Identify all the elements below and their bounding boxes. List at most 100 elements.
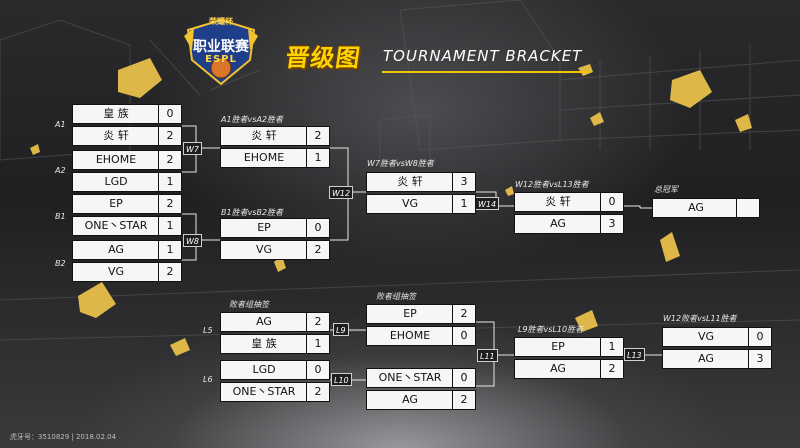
match-label-w7: W7 — [183, 142, 202, 155]
match-label-w12: W12 — [329, 186, 354, 199]
team-row: LGD 1 — [72, 172, 182, 192]
team-name: ONE丶STAR — [84, 219, 148, 232]
team-score: 2 — [306, 313, 329, 331]
team-name: 炎 轩 — [251, 129, 277, 142]
team-name: EP — [403, 307, 417, 320]
team-name: 炎 轩 — [545, 195, 571, 208]
match-label-l13: L13 — [624, 348, 645, 361]
team-name: EHOME — [95, 153, 137, 166]
team-score: 2 — [306, 241, 329, 259]
team-name: ONE丶STAR — [378, 371, 442, 384]
match-b2[interactable]: AG 1 VG 2 — [72, 240, 182, 284]
team-row: EP 0 — [220, 218, 330, 238]
footer-watermark: 虎牙号：3510829 | 2018.02.04 — [10, 433, 117, 441]
team-score: 0 — [600, 193, 623, 211]
team-score: 2 — [452, 305, 475, 323]
team-name: VG — [697, 330, 715, 343]
shield-logo-icon — [184, 18, 258, 86]
team-row: EP 2 — [366, 304, 476, 324]
match-w14[interactable]: 炎 轩 0 AG 3 — [514, 192, 624, 236]
champion-name: AG — [688, 201, 704, 214]
caption-w8: B1胜者vsB2胜者 — [221, 208, 284, 217]
team-score: 1 — [158, 241, 181, 259]
seed-l5: L5 — [203, 326, 213, 335]
team-row: VG 2 — [220, 240, 330, 260]
team-score: 1 — [600, 338, 623, 356]
team-score: 0 — [452, 369, 475, 387]
team-row: VG 2 — [72, 262, 182, 282]
match-l9[interactable]: EP 2 EHOME 0 — [366, 304, 476, 348]
team-score: 2 — [306, 127, 329, 145]
team-name: VG — [107, 265, 125, 278]
team-row: AG 3 — [514, 214, 624, 234]
match-w8[interactable]: EP 0 VG 2 — [220, 218, 330, 262]
team-row: ONE丶STAR 0 — [366, 368, 476, 388]
team-name: AG — [108, 243, 124, 256]
seed-a1: A1 — [55, 120, 66, 129]
logo-sub-text: ESPL — [205, 54, 237, 65]
team-name: AG — [550, 217, 566, 230]
team-name: EHOME — [243, 151, 285, 164]
team-score: 2 — [600, 360, 623, 378]
team-name: EP — [257, 221, 271, 234]
team-score: 1 — [158, 217, 181, 235]
match-label-w8: W8 — [183, 234, 202, 247]
team-name: EHOME — [389, 329, 431, 342]
team-name: VG — [255, 243, 273, 256]
seed-l6: L6 — [203, 375, 213, 384]
page-title-en: TOURNAMENT BRACKET — [383, 47, 583, 65]
team-score: 3 — [452, 173, 475, 191]
team-score: 2 — [158, 127, 181, 145]
team-score: 0 — [306, 361, 329, 379]
team-score: 3 — [600, 215, 623, 233]
team-name: AG — [698, 352, 714, 365]
team-score: 0 — [452, 327, 475, 345]
caption-w12: W7胜者vsW8胜者 — [367, 159, 434, 168]
team-name: LGD — [104, 175, 128, 188]
team-name: AG — [550, 362, 566, 375]
team-row: 炎 轩 3 — [366, 172, 476, 192]
seed-b2: B2 — [55, 259, 66, 268]
team-row: 炎 轩 2 — [220, 126, 330, 146]
team-name: 炎 轩 — [103, 129, 129, 142]
team-score: 2 — [306, 383, 329, 401]
caption-l9-group: 败者组抽签 — [229, 300, 269, 309]
team-name: 炎 轩 — [397, 175, 423, 188]
caption-l10-group: 败者组抽签 — [376, 292, 416, 301]
page-title-cn: 晋级图 — [283, 44, 363, 72]
team-score: 1 — [306, 335, 329, 353]
team-row: 炎 轩 2 — [72, 126, 182, 146]
team-score: 1 — [158, 173, 181, 191]
caption-w14: W12胜者vsL13胜者 — [515, 180, 589, 189]
team-score: 0 — [306, 219, 329, 237]
match-final-champion[interactable]: AG — [652, 198, 760, 218]
team-score: 2 — [158, 263, 181, 281]
logo-title-text: 职业联赛 — [193, 39, 249, 55]
team-score: 2 — [158, 195, 181, 213]
match-label-w14: W14 — [475, 197, 500, 210]
team-row: AG 1 — [72, 240, 182, 260]
caption-champion: 总冠军 — [654, 185, 678, 194]
